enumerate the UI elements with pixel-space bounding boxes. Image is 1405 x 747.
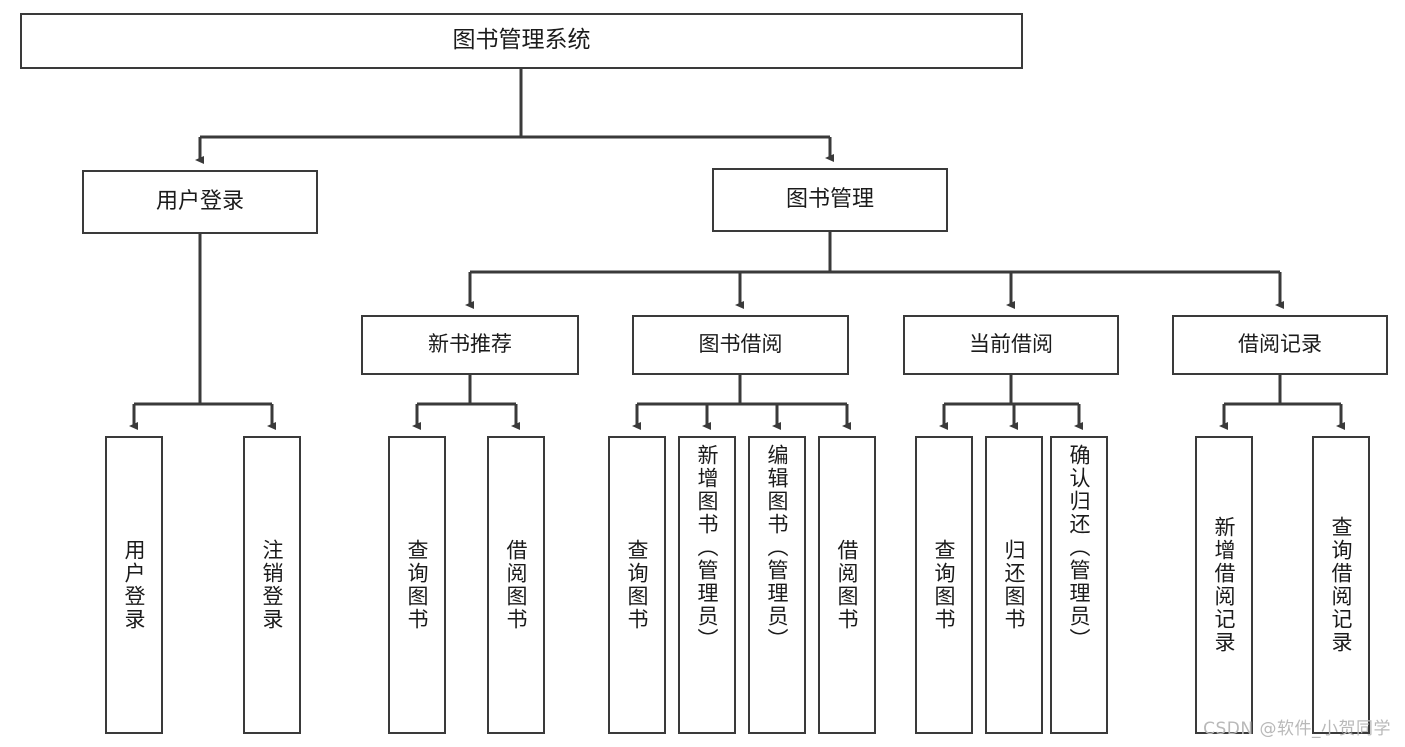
node-leaf-borrow-book-1[interactable]: 借阅图书	[487, 436, 545, 734]
node-leaf-user-login[interactable]: 用户登录	[105, 436, 163, 734]
node-leaf-query-record-label: 查询借阅记录	[1329, 516, 1354, 654]
node-borrow-record[interactable]: 借阅记录	[1172, 315, 1388, 375]
node-user-login[interactable]: 用户登录	[82, 170, 318, 234]
node-current-borrow-label: 当前借阅	[969, 332, 1053, 357]
node-leaf-borrow-book-2-label: 借阅图书	[835, 539, 860, 631]
node-leaf-borrow-book-1-label: 借阅图书	[504, 539, 529, 631]
node-leaf-user-login-label: 用户登录	[122, 539, 147, 631]
node-leaf-return-book[interactable]: 归还图书	[985, 436, 1043, 734]
node-leaf-add-book-label: 新增图书（管理员）	[695, 444, 720, 651]
node-leaf-return-book-label: 归还图书	[1002, 539, 1027, 631]
node-leaf-confirm-return-label: 确认归还（管理员）	[1067, 444, 1092, 651]
node-leaf-add-record-label: 新增借阅记录	[1212, 516, 1237, 654]
node-book-borrow[interactable]: 图书借阅	[632, 315, 849, 375]
node-new-book-recommend-label: 新书推荐	[428, 332, 512, 357]
node-leaf-query-book-3-label: 查询图书	[932, 539, 957, 631]
node-leaf-query-book-1-label: 查询图书	[405, 539, 430, 631]
watermark: CSDN @软件_小贺同学	[1203, 719, 1391, 739]
node-leaf-confirm-return[interactable]: 确认归还（管理员）	[1050, 436, 1108, 734]
node-leaf-query-book-2-label: 查询图书	[625, 539, 650, 631]
node-leaf-add-record[interactable]: 新增借阅记录	[1195, 436, 1253, 734]
node-root[interactable]: 图书管理系统	[20, 13, 1023, 69]
node-user-login-label: 用户登录	[155, 188, 244, 214]
node-leaf-borrow-book-2[interactable]: 借阅图书	[818, 436, 876, 734]
node-leaf-edit-book[interactable]: 编辑图书（管理员）	[748, 436, 806, 734]
node-borrow-record-label: 借阅记录	[1238, 332, 1322, 357]
node-leaf-query-record[interactable]: 查询借阅记录	[1312, 436, 1370, 734]
node-leaf-logout-login[interactable]: 注销登录	[243, 436, 301, 734]
node-current-borrow[interactable]: 当前借阅	[903, 315, 1119, 375]
node-book-manage-label: 图书管理	[785, 186, 874, 212]
node-new-book-recommend[interactable]: 新书推荐	[361, 315, 579, 375]
node-leaf-query-book-1[interactable]: 查询图书	[388, 436, 446, 734]
node-leaf-logout-login-label: 注销登录	[260, 539, 285, 631]
node-leaf-add-book[interactable]: 新增图书（管理员）	[678, 436, 736, 734]
node-book-borrow-label: 图书借阅	[698, 332, 783, 357]
node-leaf-edit-book-label: 编辑图书（管理员）	[765, 444, 790, 651]
node-root-label: 图书管理系统	[452, 27, 591, 54]
node-book-manage[interactable]: 图书管理	[712, 168, 948, 232]
node-leaf-query-book-2[interactable]: 查询图书	[608, 436, 666, 734]
node-leaf-query-book-3[interactable]: 查询图书	[915, 436, 973, 734]
